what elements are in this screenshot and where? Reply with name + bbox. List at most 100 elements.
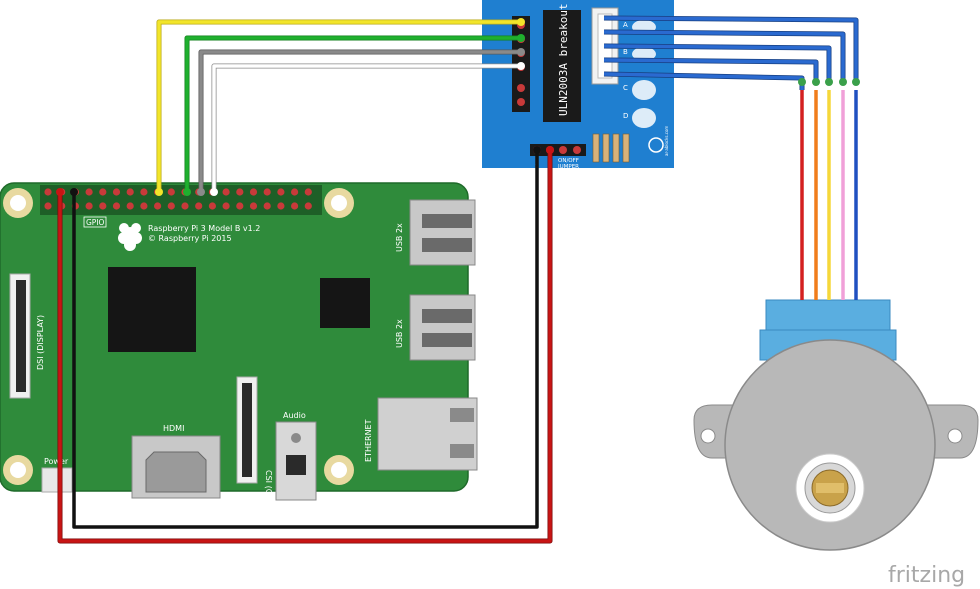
power-label: Power xyxy=(44,457,69,466)
wire-endpoint xyxy=(197,188,205,196)
gpio-pin xyxy=(44,188,52,196)
gpio-label: GPIO xyxy=(86,218,105,227)
hdmi-label: HDMI xyxy=(163,424,184,433)
power-wire xyxy=(58,150,552,543)
ground-wire xyxy=(72,150,539,529)
gpio-pin xyxy=(291,202,299,210)
signal-wire xyxy=(185,36,521,192)
wire-endpoint xyxy=(546,146,554,154)
wire-endpoint xyxy=(155,188,163,196)
led-label-a: A xyxy=(623,21,628,29)
pi-model-text: Raspberry Pi 3 Model B v1.2 xyxy=(148,224,260,233)
gpio-pin xyxy=(249,188,258,196)
gpio-pin xyxy=(236,188,244,196)
gpio-pin xyxy=(140,188,148,196)
connector-wire xyxy=(603,58,818,80)
mounting-hole-icon xyxy=(3,188,33,218)
stepper-motor xyxy=(693,299,979,551)
gpio-pin xyxy=(277,188,285,196)
gpio-pin xyxy=(208,202,216,210)
dsi-connector: DSI (DISPLAY) xyxy=(9,273,45,399)
jumper-label: ON/OFF JUMPER xyxy=(557,158,581,170)
gpio-pin xyxy=(44,202,52,210)
fritzing-watermark: fritzing xyxy=(888,563,965,588)
signal-wire-outline xyxy=(211,63,521,192)
gpio-pin xyxy=(85,202,93,210)
wire-endpoint xyxy=(533,146,541,154)
gpio-pin xyxy=(167,188,175,196)
gpio-pin xyxy=(99,188,107,196)
power-port: Power xyxy=(41,457,73,493)
gpio-pin xyxy=(236,202,244,210)
ethernet-label: ETHERNET xyxy=(364,419,373,462)
wire-endpoint xyxy=(517,48,525,56)
signal-wire-outline xyxy=(198,49,521,192)
gpio-header xyxy=(40,185,322,215)
gpio-pin xyxy=(222,202,230,210)
wire-endpoint xyxy=(852,78,860,86)
gpio-pin xyxy=(126,188,134,196)
wire-endpoint xyxy=(839,78,847,86)
gpio-pin xyxy=(304,202,312,210)
uln2003a-chip: ULN2003A breakout xyxy=(543,3,581,122)
wire-endpoint xyxy=(517,18,525,26)
wire-group xyxy=(56,15,860,544)
gpio-pin xyxy=(167,202,175,210)
csi-connector: CSI (CAMERA) xyxy=(236,376,273,526)
gpio-pin xyxy=(291,188,299,196)
mounting-hole-icon xyxy=(3,455,33,485)
gpio-pin xyxy=(112,202,121,210)
wire-endpoint xyxy=(812,78,820,86)
connector-wire xyxy=(603,16,858,80)
wire-endpoint xyxy=(825,78,833,86)
signal-wire xyxy=(212,64,521,192)
usb-top-label: USB 2x xyxy=(395,223,404,252)
gpio-pin xyxy=(126,202,134,210)
audio-label: Audio xyxy=(283,411,306,420)
wire-endpoint xyxy=(517,34,525,42)
gpio-pin xyxy=(304,188,312,196)
mounting-hole-icon xyxy=(324,455,354,485)
led-label-b: B xyxy=(623,48,628,56)
csi-label: CSI (CAMERA) xyxy=(264,470,273,526)
pi-copyright-text: © Raspberry Pi 2015 xyxy=(148,234,232,243)
gpio-pin xyxy=(112,188,121,196)
usb-controller-chip xyxy=(320,278,370,328)
motor-shaft-icon xyxy=(811,469,849,507)
gpio-pin xyxy=(263,188,271,196)
soc-chip xyxy=(108,267,196,352)
gpio-pin xyxy=(195,202,203,210)
gpio-pin xyxy=(140,202,148,210)
maker-text: ar·ablocks.com xyxy=(664,126,669,156)
connector-wire xyxy=(603,30,845,80)
mounting-hole-icon xyxy=(324,188,354,218)
gpio-pin xyxy=(263,202,271,210)
wire-endpoint xyxy=(210,188,218,196)
gpio-pin xyxy=(249,202,258,210)
ethernet-port: ETHERNET xyxy=(364,397,478,471)
wire-endpoint xyxy=(798,78,806,86)
gpio-pin xyxy=(85,188,93,196)
gpio-pin xyxy=(154,202,162,210)
usb-bottom-label: USB 2x xyxy=(395,319,404,348)
audio-jack: Audio xyxy=(275,411,317,501)
connector-wire xyxy=(603,44,831,80)
resistor-array xyxy=(592,133,630,163)
signal-wire xyxy=(157,20,521,192)
wire-endpoint xyxy=(56,188,64,196)
gpio-pin xyxy=(277,202,285,210)
signal-wire xyxy=(199,50,521,192)
wire-endpoint xyxy=(517,62,525,70)
uln2003a-driver-board: ULN2003A breakout A B C D xyxy=(482,0,674,170)
wire-endpoint xyxy=(70,188,78,196)
usb-port-top: USB 2x xyxy=(395,199,476,266)
dsi-label: DSI (DISPLAY) xyxy=(36,315,45,370)
led-label-d: D xyxy=(623,112,628,120)
maker-logo-icon: ar·ablocks.com xyxy=(648,126,669,156)
wire-endpoint xyxy=(183,188,191,196)
gpio-pin xyxy=(181,202,189,210)
chip-label: ULN2003A breakout xyxy=(557,3,570,116)
led-label-c: C xyxy=(623,84,628,92)
raspberry-logo-icon xyxy=(118,223,142,251)
